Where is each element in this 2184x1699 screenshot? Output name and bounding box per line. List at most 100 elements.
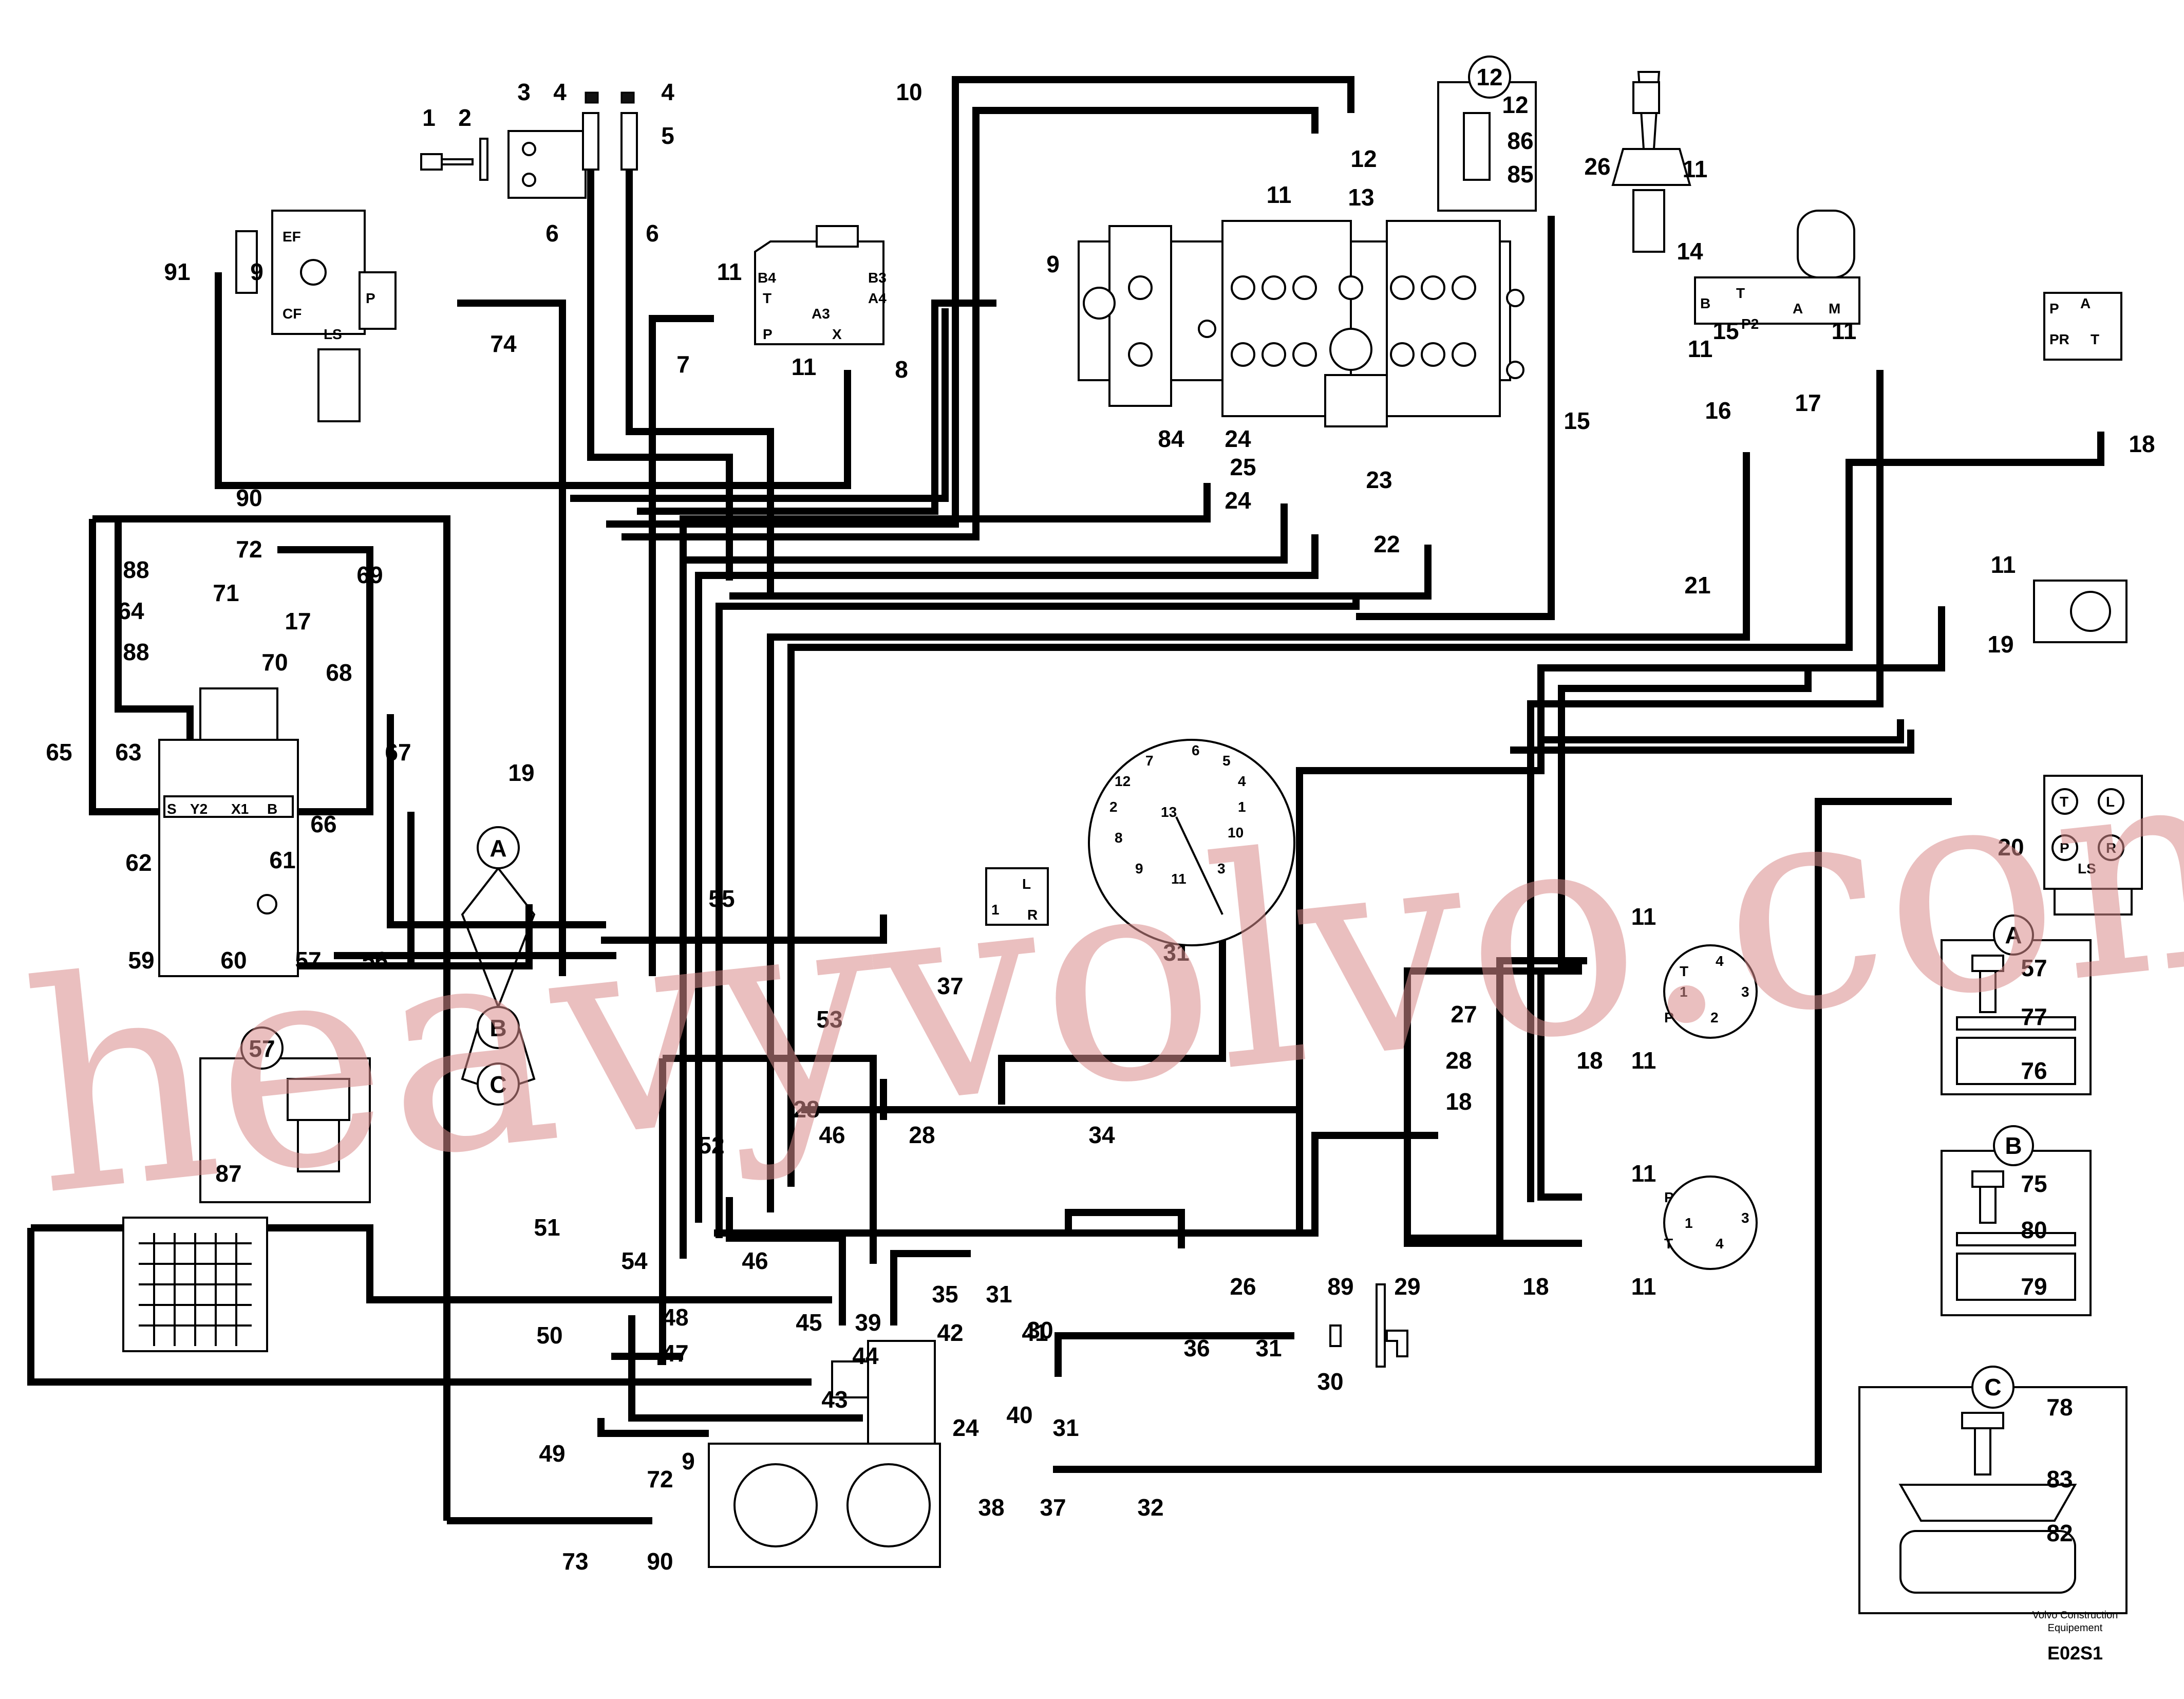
part-number-label: 53 — [816, 1006, 842, 1033]
dial-port: 9 — [1135, 861, 1143, 876]
part-number-label: 24 — [1225, 425, 1251, 452]
dial-port: 12 — [1115, 773, 1131, 789]
part-number-label: 37 — [937, 973, 963, 999]
rotor-port: T — [1680, 963, 1688, 979]
oil-cooler — [122, 1217, 268, 1352]
part-number-label: 17 — [285, 608, 311, 634]
rotor-port: 1 — [1685, 1215, 1693, 1231]
part-number-label: 31 — [1255, 1335, 1282, 1361]
part-number-label: 69 — [356, 562, 383, 588]
joystick — [1611, 71, 1691, 253]
part-number-label: 75 — [2021, 1170, 2047, 1197]
spool-ports — [1128, 275, 1524, 379]
port-a3: A3 — [812, 306, 830, 322]
port-ls: LS — [324, 326, 342, 342]
part-number-label: 91 — [164, 258, 190, 285]
port-b: B — [267, 801, 277, 817]
part-number-label: 61 — [269, 847, 295, 873]
detail-a-box: A — [1941, 914, 2092, 1095]
pilot-valve-block: B4 T P A3 X B3 A4 — [754, 225, 887, 345]
part-number-label: 43 — [821, 1386, 848, 1413]
part-number-label: 86 — [1507, 127, 1533, 154]
priority-valve: S Y2 X1 B — [158, 687, 299, 977]
rotor-port: T — [1664, 1236, 1673, 1252]
part-number-label: 26 — [1584, 153, 1610, 180]
detail-b-label: B — [2005, 1132, 2022, 1159]
part-number-label: 24 — [952, 1414, 979, 1441]
part-number-label: 2 — [458, 104, 472, 131]
part-number-label: 59 — [128, 947, 154, 974]
port-y2: Y2 — [190, 801, 208, 817]
part-number-label: 45 — [796, 1309, 822, 1336]
part-number-label: 18 — [1576, 1047, 1603, 1074]
part-number-label: 46 — [819, 1122, 845, 1148]
part-number-label: 44 — [852, 1342, 879, 1369]
part-number-label: 31 — [1052, 1414, 1079, 1441]
part-number-label: 90 — [647, 1548, 673, 1575]
rotor-port: P — [1664, 1010, 1674, 1025]
part-number-label: 18 — [2129, 431, 2155, 457]
part-number-label: 64 — [118, 598, 144, 624]
part-number-label: 11 — [1832, 318, 1857, 344]
part-number-label: 50 — [536, 1322, 562, 1349]
part-number-label: 48 — [662, 1304, 688, 1331]
detail-57-box: 57 — [199, 1026, 371, 1203]
part-number-label: 11 — [1683, 156, 1708, 182]
part-number-label: 60 — [220, 947, 247, 974]
shuttle-valve: L 1 R — [985, 867, 1049, 926]
company-name-2: Equipement — [2048, 1622, 2103, 1634]
part-number-label: 12 — [1350, 145, 1377, 172]
part-number-label: 80 — [2021, 1217, 2047, 1243]
part-number-label: 72 — [236, 536, 262, 563]
pilot-block: P A PR T — [2043, 292, 2122, 361]
part-number-label: 5 — [661, 122, 674, 149]
port-p: P — [2060, 840, 2069, 856]
part-number-label: 55 — [708, 885, 735, 912]
part-number-label: 79 — [2021, 1273, 2047, 1300]
rotor-port: 4 — [1716, 953, 1724, 969]
part-number-label: 54 — [621, 1247, 648, 1274]
part-number-label: 36 — [1183, 1335, 1210, 1361]
part-number-label: 41 — [1022, 1319, 1048, 1346]
port-1: 1 — [991, 902, 1000, 918]
part-number-label: 1 — [422, 104, 436, 131]
part-number-label: 18 — [1445, 1088, 1472, 1115]
part-number-label: 49 — [539, 1440, 565, 1467]
part-number-label: 28 — [1445, 1047, 1472, 1074]
travel-motor-upper: T 4 1 3 P 2 — [1663, 944, 1758, 1039]
rotor-port: 3 — [1741, 984, 1749, 1000]
dial-port: 2 — [1109, 799, 1118, 815]
part-number-label: 23 — [1366, 466, 1392, 493]
slew-motor — [2033, 580, 2127, 643]
mounting-bracket — [420, 91, 638, 199]
part-number-label: 72 — [647, 1466, 673, 1492]
footer: Volvo Construction Equipement E02S1 — [2032, 1610, 2118, 1664]
part-number-label: 21 — [1684, 572, 1710, 599]
watermark: heavyvolvo.com — [13, 685, 2184, 1260]
part-number-label: 13 — [1348, 184, 1374, 211]
dial-port: 4 — [1238, 773, 1246, 789]
part-number-label: 14 — [1677, 238, 1703, 265]
dial-port: 1 — [1238, 799, 1246, 815]
part-number-label: 42 — [937, 1319, 963, 1346]
part-number-label: 66 — [310, 811, 336, 837]
steering-unit: T L P LS R — [2043, 775, 2143, 916]
callout-a: A — [489, 835, 506, 862]
detail-a-label: A — [2005, 922, 2022, 948]
part-number-label: 82 — [2046, 1520, 2073, 1546]
part-number-label: 38 — [978, 1494, 1004, 1521]
callouts-left: A B C — [461, 826, 536, 1106]
part-number-label: 9 — [1046, 251, 1060, 277]
port-t: T — [763, 290, 771, 306]
part-number-label: 52 — [698, 1132, 724, 1159]
detail-12-box: 12 — [1437, 55, 1537, 212]
part-number-label: 73 — [562, 1548, 588, 1575]
port-x: X — [832, 326, 842, 342]
port-p: P — [366, 290, 375, 306]
port-x1: X1 — [231, 801, 249, 817]
part-number-label: 76 — [2021, 1057, 2047, 1084]
rotor-port: 3 — [1741, 1210, 1749, 1226]
part-number-label: 51 — [534, 1214, 560, 1241]
pump-control-valve: EF CF P LS — [235, 210, 397, 422]
